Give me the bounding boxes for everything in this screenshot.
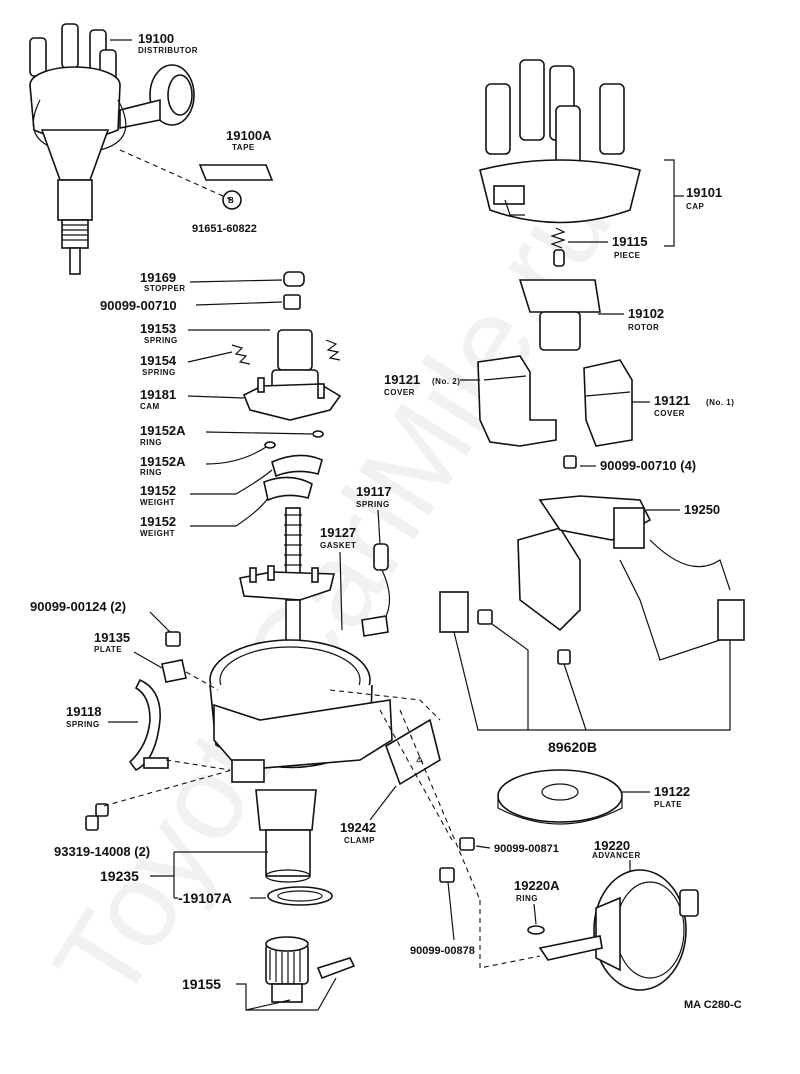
- oring-icon: [267, 886, 333, 906]
- label-19153-num: 19153: [140, 321, 176, 336]
- label-19121-no2-note: (No. 2): [432, 377, 460, 386]
- spring-19118-icon: [128, 678, 161, 772]
- label-19135-name: PLATE: [94, 645, 122, 654]
- piece-spring-illustration: [550, 227, 566, 267]
- distributor-assembly-illustration: [29, 23, 195, 275]
- label-19154-num: 19154: [140, 353, 177, 368]
- label-19117-name: SPRING: [356, 500, 390, 509]
- label-19152-2-name: WEIGHT: [140, 529, 175, 538]
- label-19118-name: SPRING: [66, 720, 100, 729]
- label-19152a-2-num: 19152A: [140, 454, 186, 469]
- cam-illustration: [231, 329, 342, 421]
- housing-illustration: [209, 639, 393, 883]
- label-19127-num: 19127: [320, 525, 356, 540]
- label-19121-no1-name: COVER: [654, 409, 685, 418]
- ring-icon: [264, 441, 276, 449]
- label-19153-name: SPRING: [144, 336, 178, 345]
- screw-icon: [477, 609, 493, 625]
- label-19115-name: PIECE: [614, 251, 641, 260]
- label-90099-00124-num: 90099-00124 (2): [30, 599, 126, 614]
- label-19101-num: 19101: [686, 185, 722, 200]
- breaker-plate-illustration: [497, 769, 623, 825]
- label-19152a-2-name: RING: [140, 468, 162, 477]
- label-19121-no2-name: COVER: [384, 388, 415, 397]
- ring-icon: [312, 430, 324, 438]
- label-19242-name: CLAMP: [344, 836, 375, 845]
- label-19100a-name: TAPE: [232, 143, 255, 152]
- label-19118-num: 19118: [66, 704, 101, 719]
- label-19169-name: STOPPER: [144, 284, 186, 293]
- label-19101-name: CAP: [686, 202, 705, 211]
- label-19100a-num: 19100A: [226, 128, 272, 143]
- label-19152-2-num: 19152: [140, 514, 176, 529]
- screw-icon: [439, 867, 455, 883]
- label-19100-name: DISTRIBUTOR: [138, 46, 198, 55]
- label-19102-name: ROTOR: [628, 323, 659, 332]
- label-19154-name: SPRING: [142, 368, 176, 377]
- label-19220a-name: RING: [516, 894, 538, 903]
- tape-illustration: [198, 164, 274, 181]
- label-19121-no1-note: (No. 1): [706, 398, 734, 407]
- rotor-illustration: [518, 279, 601, 351]
- screw-icon: [165, 631, 181, 647]
- spring-19117-illustration: [361, 543, 391, 637]
- screw-icon: [459, 837, 475, 851]
- label-19102-num: 19102: [628, 306, 664, 321]
- label-90099-00871-num: 90099-00871: [494, 843, 559, 855]
- label-19242-num: 19242: [340, 820, 376, 835]
- igniter-illustration: [517, 495, 745, 661]
- label-91651-num: 91651-60822: [192, 223, 257, 235]
- screw-icon: [557, 649, 571, 665]
- label-19220-name: ADVANCER: [592, 851, 641, 860]
- cover-no1-illustration: [583, 359, 633, 447]
- label-90099-00878-num: 90099-00878: [410, 945, 475, 957]
- screw-icon: [283, 294, 301, 310]
- cover-no2-illustration: [477, 355, 557, 447]
- plate-icon: [161, 659, 187, 683]
- label-19122-name: PLATE: [654, 800, 682, 809]
- weight-icon: [263, 476, 313, 502]
- drive-gear-illustration: [265, 936, 356, 1003]
- svg-text:⚠: ⚠: [416, 755, 424, 764]
- connector-icon: [439, 591, 469, 633]
- screw-icon: [563, 455, 577, 469]
- label-19169-num: 19169: [140, 270, 176, 285]
- label-19135-num: 19135: [94, 630, 130, 645]
- label-90099-00710a-num: 90099-00710: [100, 298, 177, 313]
- vacuum-advancer-illustration: [538, 869, 699, 991]
- label-19100-num: 19100: [138, 31, 174, 46]
- label-19181-name: CAM: [140, 402, 160, 411]
- label-19152-1-num: 19152: [140, 483, 176, 498]
- label-19152a-1-num: 19152A: [140, 423, 186, 438]
- diagram-code: MA C280-C: [684, 999, 742, 1011]
- label-19152-1-name: WEIGHT: [140, 498, 175, 507]
- distributor-cap-illustration: [479, 59, 641, 224]
- bolt-icon: [222, 190, 242, 210]
- label-19235-num: 19235: [100, 868, 139, 884]
- label-19121-no2-num: 19121: [384, 372, 420, 387]
- label-19220a-num: 19220A: [514, 878, 560, 893]
- label-19107a-num: -19107A: [178, 890, 232, 906]
- label-89620b-num: 89620B: [548, 739, 597, 755]
- clamp-icon: [385, 718, 441, 786]
- label-19181-num: 19181: [140, 387, 176, 402]
- label-19115-num: 19115: [612, 234, 647, 249]
- label-19121-no1-num: 19121: [654, 393, 690, 408]
- label-90099-00710b-num: 90099-00710 (4): [600, 458, 696, 473]
- bolt-icon: [85, 815, 99, 831]
- label-19117-num: 19117: [356, 484, 391, 499]
- label-19152a-1-name: RING: [140, 438, 162, 447]
- svg-text:B: B: [228, 196, 234, 205]
- label-19220-num: 19220: [594, 838, 630, 853]
- label-19250-num: 19250: [684, 502, 720, 517]
- label-19127-name: GASKET: [320, 541, 356, 550]
- stopper-icon: [283, 271, 305, 287]
- label-93319-num: 93319-14008 (2): [54, 844, 150, 859]
- label-19122-num: 19122: [654, 784, 690, 799]
- label-19155-num: 19155: [182, 976, 221, 992]
- ring-icon: [527, 925, 545, 935]
- weight-icon: [271, 454, 323, 478]
